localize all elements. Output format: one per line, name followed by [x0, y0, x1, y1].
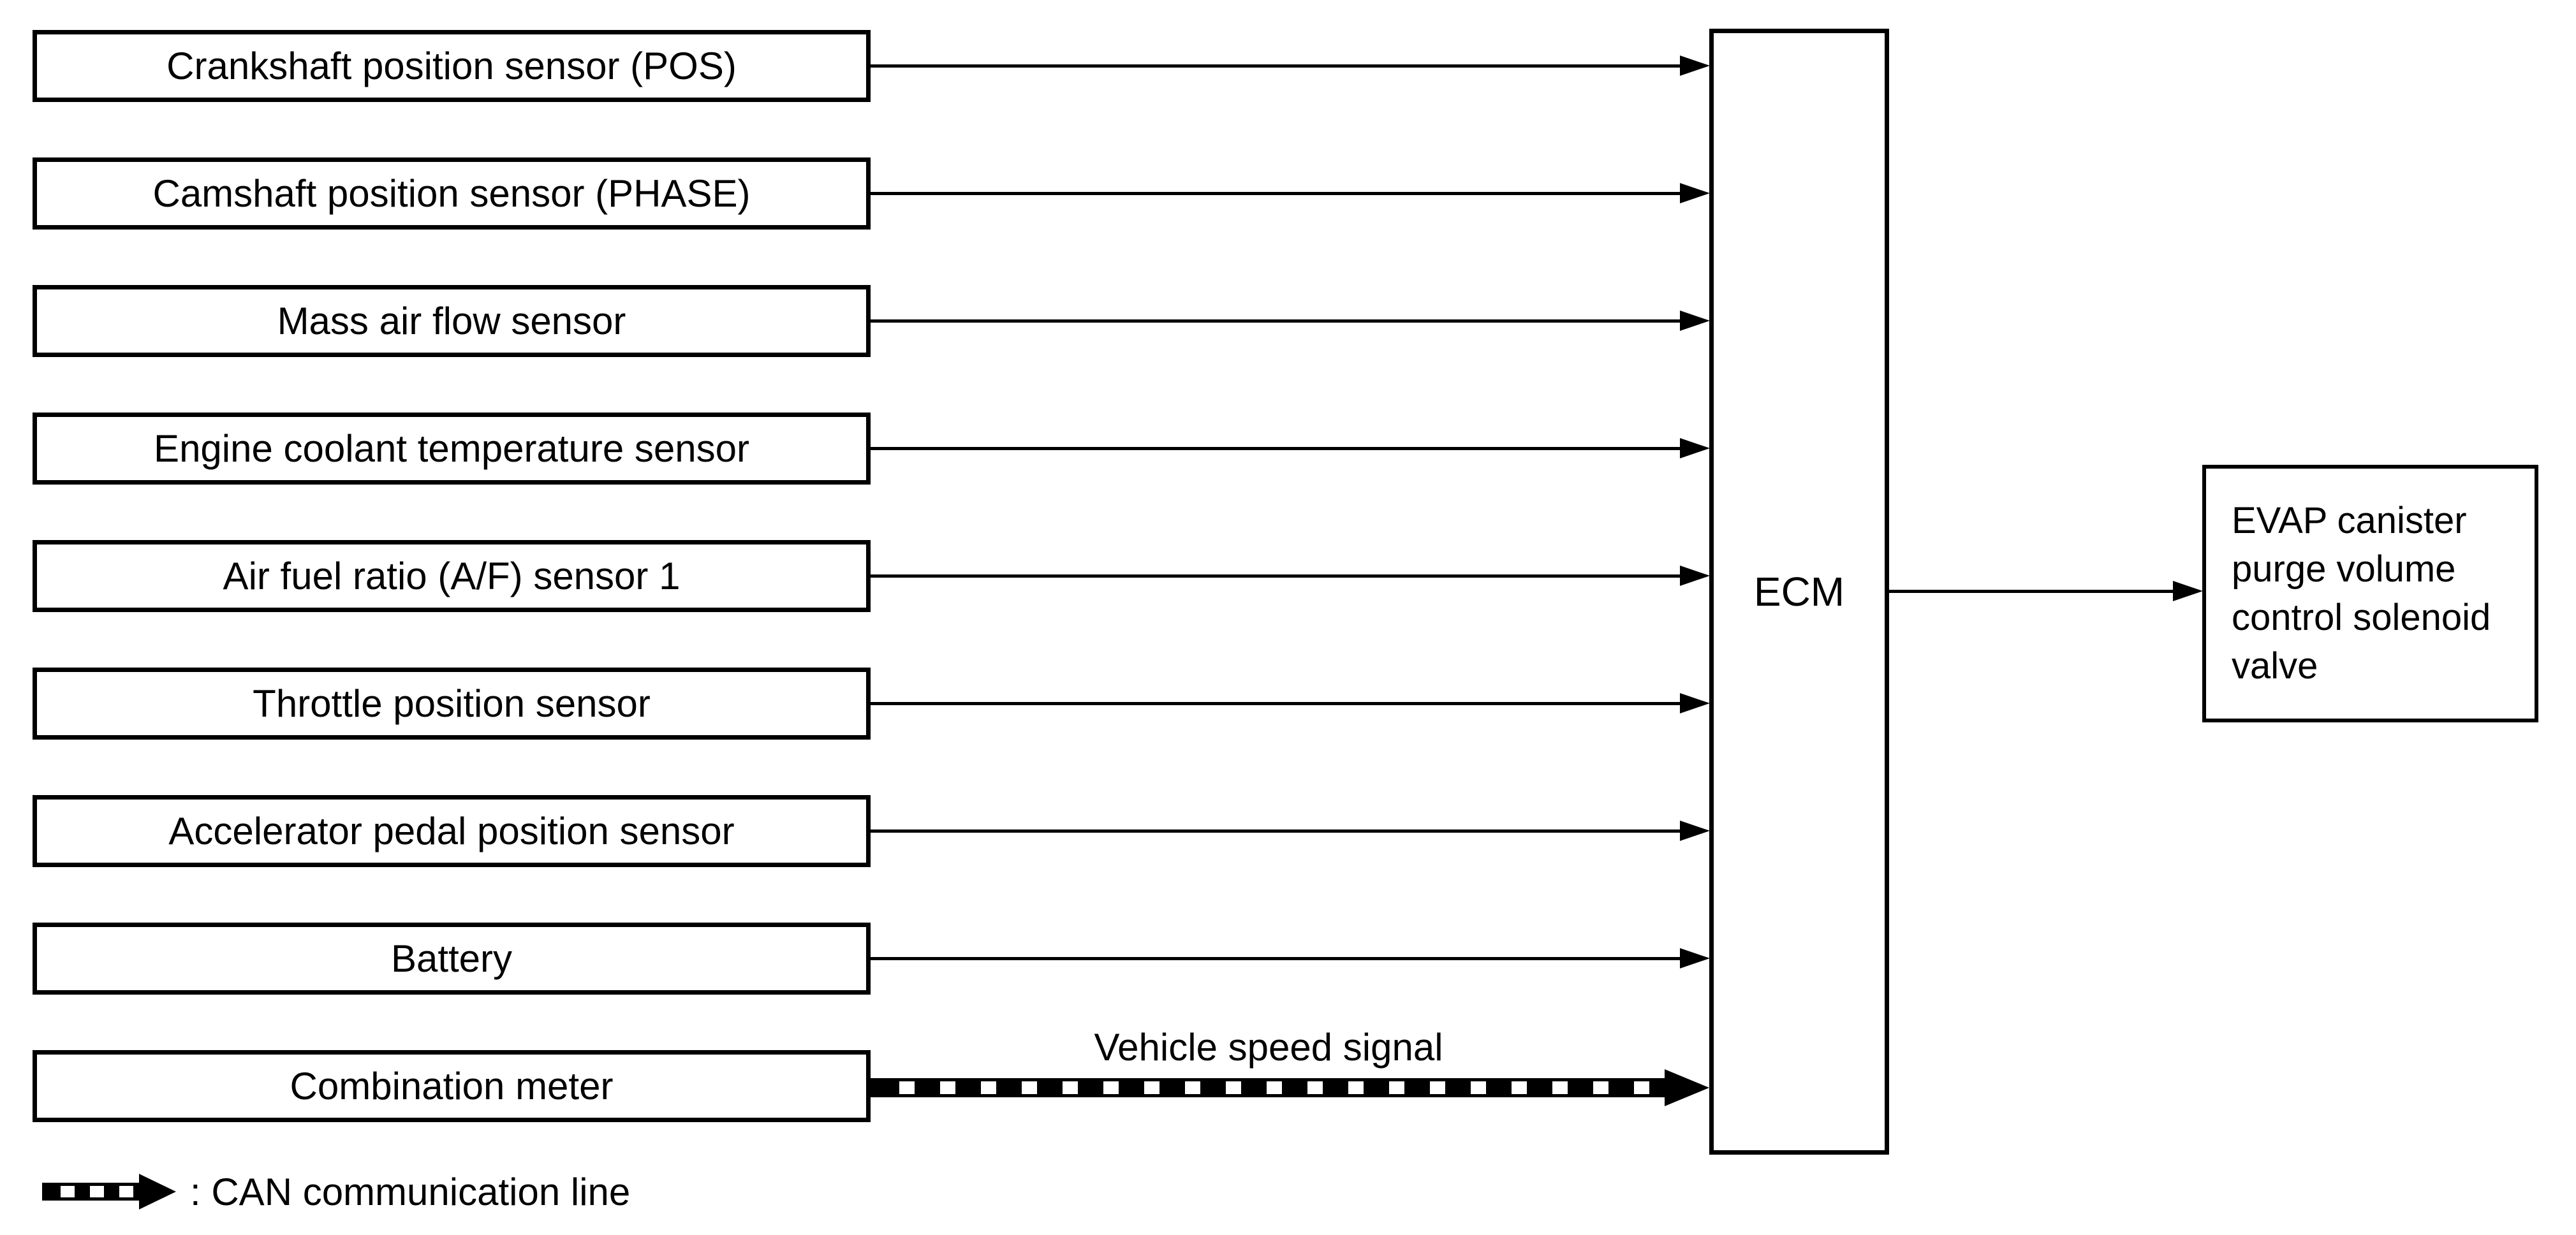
arrowhead-icon — [1680, 948, 1710, 968]
arrowhead-icon — [1680, 693, 1710, 713]
can-communication-line — [871, 1078, 1667, 1097]
legend: : CAN communication line — [42, 1170, 631, 1213]
signal-line — [871, 192, 1681, 195]
arrowhead-icon — [1680, 311, 1710, 331]
legend-can-arrowhead-icon — [139, 1174, 176, 1209]
legend-label: : CAN communication line — [190, 1170, 631, 1213]
output-line — [1889, 590, 2173, 593]
sensor-box-label: Battery — [390, 937, 513, 980]
sensor-box-mass-air-flow: Mass air flow sensor — [33, 285, 871, 357]
sensor-box-label: Crankshaft position sensor (POS) — [166, 45, 737, 87]
arrowhead-icon — [1680, 183, 1710, 203]
sensor-box-engine-coolant-temp: Engine coolant temperature sensor — [33, 413, 871, 485]
signal-line — [871, 829, 1681, 833]
legend-can-line-icon — [42, 1183, 139, 1201]
signal-line — [871, 64, 1681, 68]
arrowhead-icon — [1680, 566, 1710, 586]
sensor-box-label: Throttle position sensor — [253, 682, 651, 725]
signal-line — [871, 957, 1681, 960]
vehicle-speed-signal-label: Vehicle speed signal — [1094, 1026, 1443, 1069]
sensor-box-label: Engine coolant temperature sensor — [154, 427, 749, 470]
arrowhead-icon — [2173, 581, 2203, 601]
sensor-box-crankshaft-position: Crankshaft position sensor (POS) — [33, 30, 871, 102]
sensor-box-air-fuel-ratio: Air fuel ratio (A/F) sensor 1 — [33, 540, 871, 612]
sensor-box-label: Mass air flow sensor — [277, 300, 626, 342]
sensor-box-label: Camshaft position sensor (PHASE) — [152, 172, 751, 215]
ecm-label: ECM — [1753, 569, 1845, 615]
signal-line — [871, 574, 1681, 578]
can-arrowhead-icon — [1665, 1069, 1709, 1106]
sensor-box-label: Air fuel ratio (A/F) sensor 1 — [223, 555, 681, 597]
sensor-box-battery: Battery — [33, 923, 871, 995]
signal-line — [871, 702, 1681, 705]
ecm-box: ECM — [1709, 29, 1889, 1155]
sensor-box-throttle-position: Throttle position sensor — [33, 668, 871, 740]
sensor-box-label: Accelerator pedal position sensor — [168, 810, 735, 852]
sensor-box-camshaft-position: Camshaft position sensor (PHASE) — [33, 157, 871, 230]
evap-valve-box: EVAP canister purge volume control solen… — [2202, 465, 2538, 722]
sensor-box-combination-meter: Combination meter — [33, 1050, 871, 1122]
arrowhead-icon — [1680, 55, 1710, 76]
arrowhead-icon — [1680, 821, 1710, 841]
signal-line — [871, 319, 1681, 323]
signal-line — [871, 447, 1681, 450]
evap-valve-label: EVAP canister purge volume control solen… — [2232, 500, 2491, 687]
sensor-box-accelerator-pedal: Accelerator pedal position sensor — [33, 795, 871, 867]
sensor-box-label: Combination meter — [290, 1065, 614, 1107]
arrowhead-icon — [1680, 438, 1710, 458]
